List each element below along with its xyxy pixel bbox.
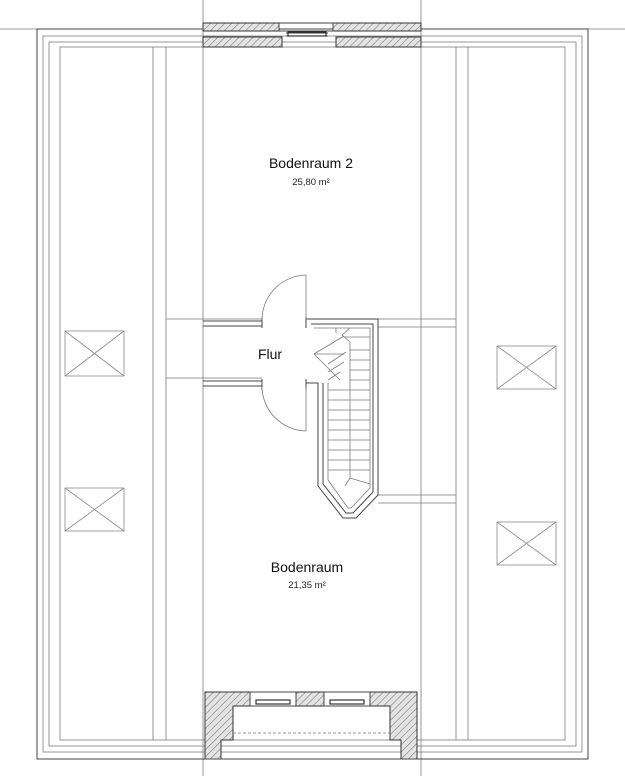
window-top	[287, 31, 327, 37]
corridor-walls	[166, 317, 456, 504]
top-wall	[202, 22, 422, 48]
window-bottom-left	[255, 699, 291, 705]
stair-direction-arrow	[313, 335, 345, 381]
window-bottom-right	[329, 699, 365, 705]
skylight-left-upper	[64, 330, 125, 377]
room-area-bodenraum: 21,35 m²	[288, 580, 326, 591]
staircase	[306, 318, 379, 519]
left-slope-lines	[152, 47, 167, 740]
door-bottom	[261, 386, 307, 432]
right-slope-lines	[455, 47, 469, 740]
skylight-left-lower	[64, 487, 125, 532]
skylight-right-lower	[496, 521, 557, 566]
room-name-bodenraum-2: Bodenraum 2	[269, 155, 353, 171]
room-name-bodenraum: Bodenraum	[271, 559, 343, 575]
room-name-flur: Flur	[258, 346, 282, 362]
door-top	[261, 274, 307, 321]
skylight-right-upper	[496, 345, 557, 390]
bottom-dormer	[204, 691, 418, 760]
room-area-bodenraum-2: 25,80 m²	[292, 177, 330, 188]
